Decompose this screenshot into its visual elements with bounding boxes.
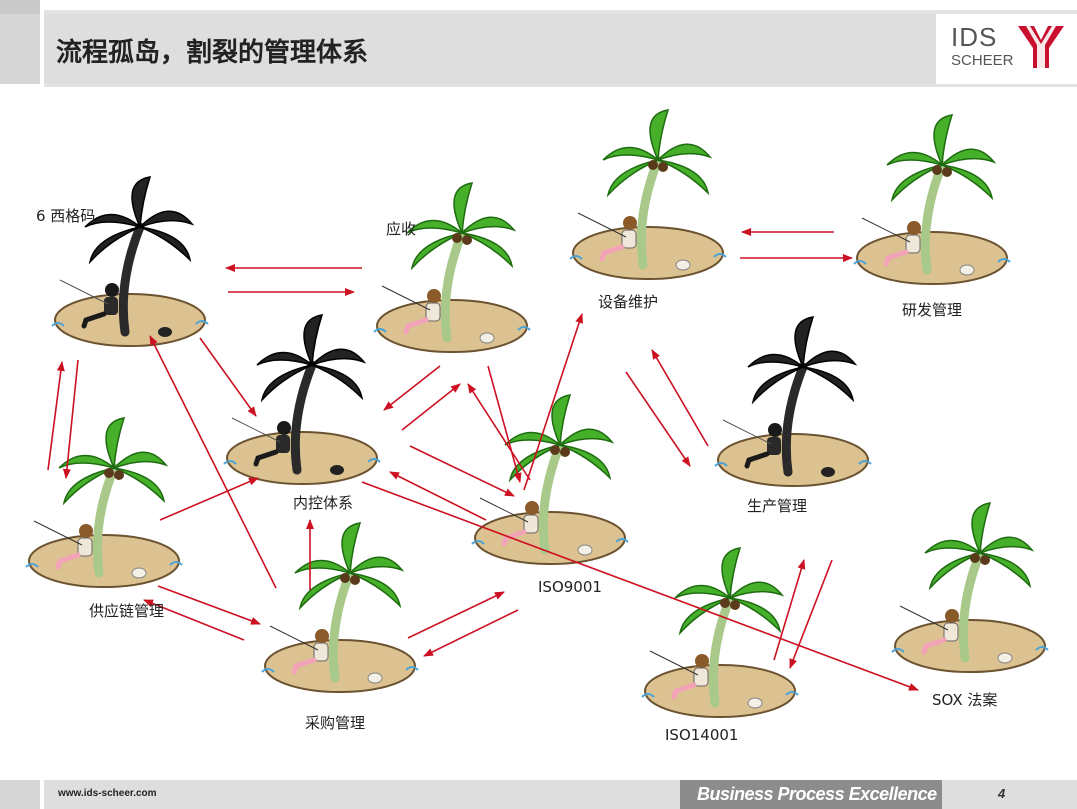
island-supply-chain (25, 418, 183, 588)
page-number: 4 (998, 786, 1006, 801)
arrow-equipment-to-production (625, 371, 691, 467)
top-strip-corner (0, 0, 40, 14)
arrow-procurement-to-iso9001 (407, 591, 505, 639)
footer-tagline: Business Process Excellence (697, 784, 937, 804)
header-corner (0, 14, 40, 84)
arrow-procurement-to-six-sigma (149, 335, 277, 589)
arrow-receivables-to-internal-control (383, 365, 441, 411)
footer-tagline-box: Business Process Excellence (680, 780, 942, 809)
logo-text-ids: IDS (951, 22, 998, 52)
arrow-procurement-to-supply-chain (143, 599, 245, 641)
arrow-receivables-to-iso9001 (487, 365, 522, 483)
label-procurement: 采购管理 (305, 714, 365, 732)
island-receivables (373, 183, 531, 353)
connector-arrows (47, 228, 919, 691)
arrow-six-sigma-to-supply-chain (62, 359, 79, 479)
header-rule (44, 84, 1077, 87)
island-production-management (714, 317, 872, 487)
footer-page-box: 4 (942, 780, 1077, 809)
label-equipment-maintenance: 设备维护 (598, 293, 658, 311)
logo-text-scheer: SCHEER (951, 52, 1014, 69)
footer-url: www.ids-scheer.com (58, 788, 157, 799)
arrow-supply-chain-to-six-sigma (47, 361, 65, 471)
arrow-iso9001-to-equipment (523, 313, 583, 491)
label-six-sigma: 6 西格码 (36, 207, 95, 225)
arrow-supply-chain-to-internal-control (159, 477, 259, 521)
top-strip-line (44, 10, 1077, 14)
slide-footer: www.ids-scheer.com Business Process Exce… (44, 780, 942, 809)
island-six-sigma (51, 177, 209, 347)
island-iso9001 (471, 395, 629, 565)
label-receivables: 应收 (386, 220, 416, 238)
island-diagram: 6 西格码 应收 设备维护 研发管理 内控体系 生产管理 供应链管理 ISO90… (25, 88, 1049, 744)
label-supply-chain: 供应链管理 (89, 602, 164, 620)
label-iso14001: ISO14001 (665, 726, 738, 744)
island-procurement (261, 523, 419, 693)
label-sox: SOX 法案 (932, 691, 997, 709)
label-internal-control: 内控体系 (293, 494, 353, 512)
island-sox (891, 503, 1049, 673)
arrow-internal-control-to-receivables (401, 383, 461, 431)
slide-title: 流程孤岛，割裂的管理体系 (56, 38, 369, 68)
label-rnd-management: 研发管理 (902, 301, 962, 319)
island-equipment-maintenance (569, 110, 727, 280)
arrow-six-sigma-to-internal-control (199, 337, 257, 417)
island-internal-control (223, 315, 381, 485)
logo-mark-icon (1018, 26, 1064, 68)
arrow-supply-chain-to-procurement (157, 585, 261, 625)
arrow-iso14001-to-production (773, 559, 806, 661)
label-iso9001: ISO9001 (538, 578, 602, 596)
arrow-internal-control-to-iso9001 (409, 445, 515, 497)
arrow-production-to-equipment (651, 349, 709, 447)
label-production-management: 生产管理 (747, 497, 807, 515)
island-rnd-management (853, 115, 1011, 285)
arrow-iso9001-to-receivables (467, 383, 531, 481)
island-iso14001 (641, 548, 799, 718)
arrow-production-to-iso14001 (789, 559, 833, 669)
slide-header: 流程孤岛，割裂的管理体系 (44, 14, 936, 84)
footer-corner (0, 780, 40, 809)
ids-scheer-logo: IDS SCHEER (936, 14, 1077, 84)
top-strip (0, 0, 1077, 14)
arrow-iso9001-to-internal-control (389, 471, 487, 521)
arrow-internal-control-to-sox (361, 481, 919, 691)
arrow-iso9001-to-procurement (423, 609, 519, 657)
